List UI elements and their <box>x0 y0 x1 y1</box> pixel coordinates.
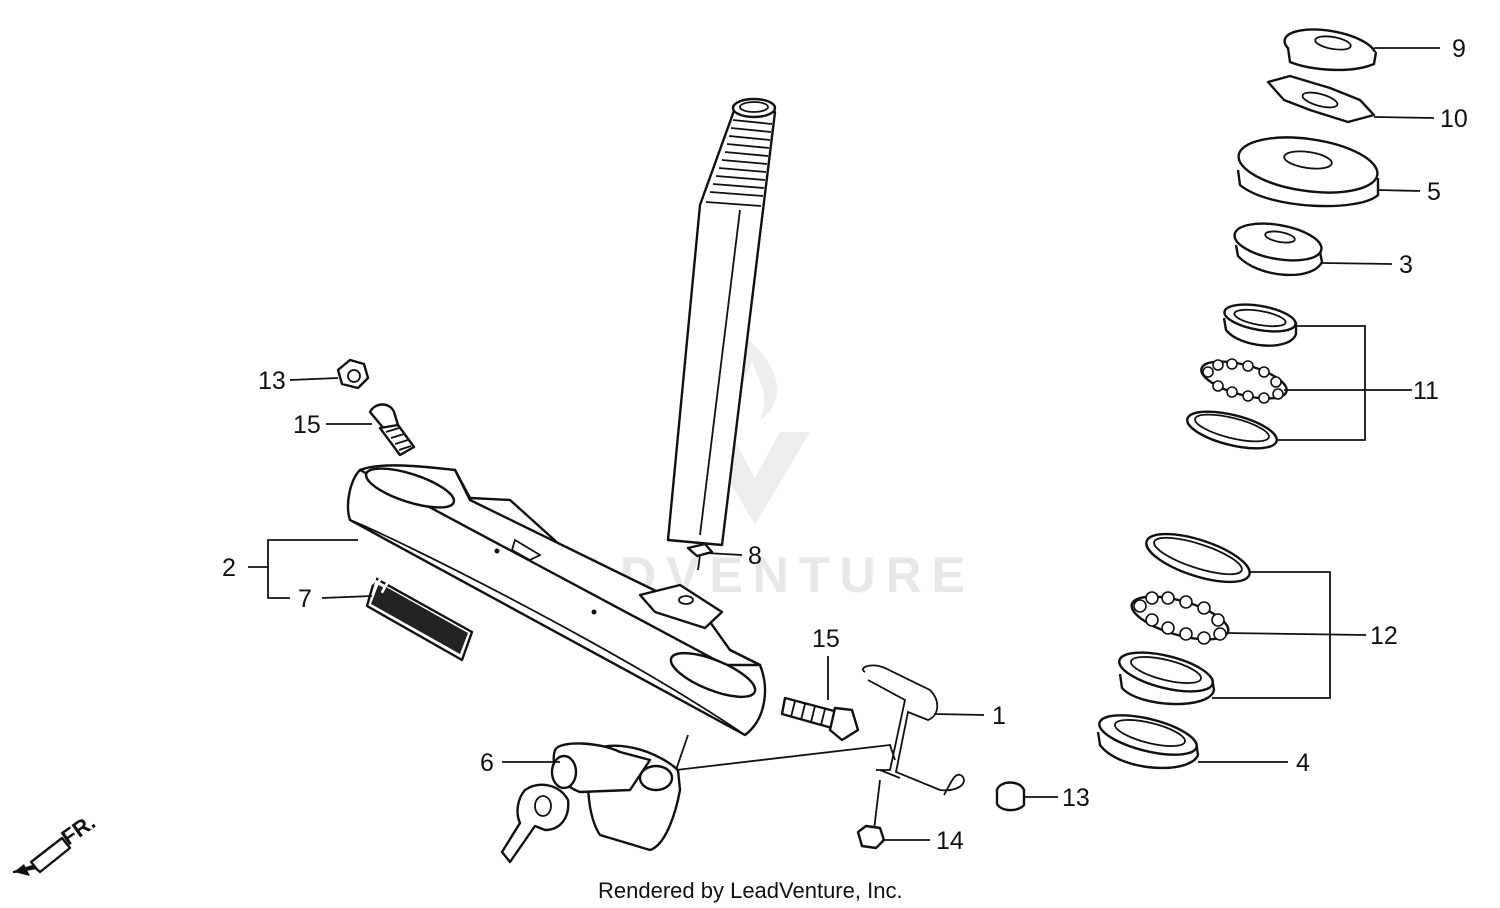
callout-6: 6 <box>480 749 494 777</box>
bearing-race-11-top <box>1222 303 1298 347</box>
ignition-switch <box>500 742 682 864</box>
bolt-15-mid <box>780 696 860 742</box>
callout-5: 5 <box>1427 178 1441 206</box>
bearing-race-12-bottom <box>1118 651 1216 706</box>
bolt-15-top <box>368 403 416 457</box>
steering-stem-tube <box>666 97 777 547</box>
callout-9: 9 <box>1452 35 1466 63</box>
adjusting-nut-5 <box>1236 136 1380 208</box>
bolt-14 <box>856 779 886 850</box>
lock-nut-9 <box>1283 28 1378 72</box>
callout-12: 12 <box>1370 622 1398 650</box>
bearing-race-11-bottom <box>1186 410 1278 450</box>
callout-8: 8 <box>748 542 762 570</box>
dust-seal-4 <box>1096 714 1200 770</box>
callout-13-bottom: 13 <box>1062 784 1090 812</box>
front-arrow-icon <box>12 836 72 876</box>
bearing-race-12-top <box>1145 532 1251 584</box>
ball-retainer-12 <box>1130 591 1230 645</box>
cable-clamp-1 <box>862 664 965 796</box>
footer-credit: Rendered by LeadVenture, Inc. <box>598 878 903 903</box>
callout-3: 3 <box>1399 251 1413 279</box>
nut-13-bottom <box>995 781 1026 812</box>
callout-13-top: 13 <box>258 367 286 395</box>
callout-14: 14 <box>936 827 964 855</box>
ball-retainer-11 <box>1200 358 1288 404</box>
callout-15-mid: 15 <box>812 625 840 653</box>
callout-15-top: 15 <box>293 411 321 439</box>
callout-10: 10 <box>1440 105 1468 133</box>
callout-2: 2 <box>222 554 236 582</box>
nut-13-top <box>336 358 370 390</box>
bottom-bridge <box>346 464 767 737</box>
callout-7: 7 <box>298 585 312 613</box>
callout-1: 1 <box>992 702 1006 730</box>
lock-washer-10 <box>1266 74 1376 124</box>
callout-11: 11 <box>1413 377 1439 405</box>
emblem-text: HONDA <box>324 548 391 597</box>
leader-lines <box>248 47 1440 841</box>
dust-seal-3 <box>1233 222 1324 277</box>
callout-4: 4 <box>1296 749 1310 777</box>
